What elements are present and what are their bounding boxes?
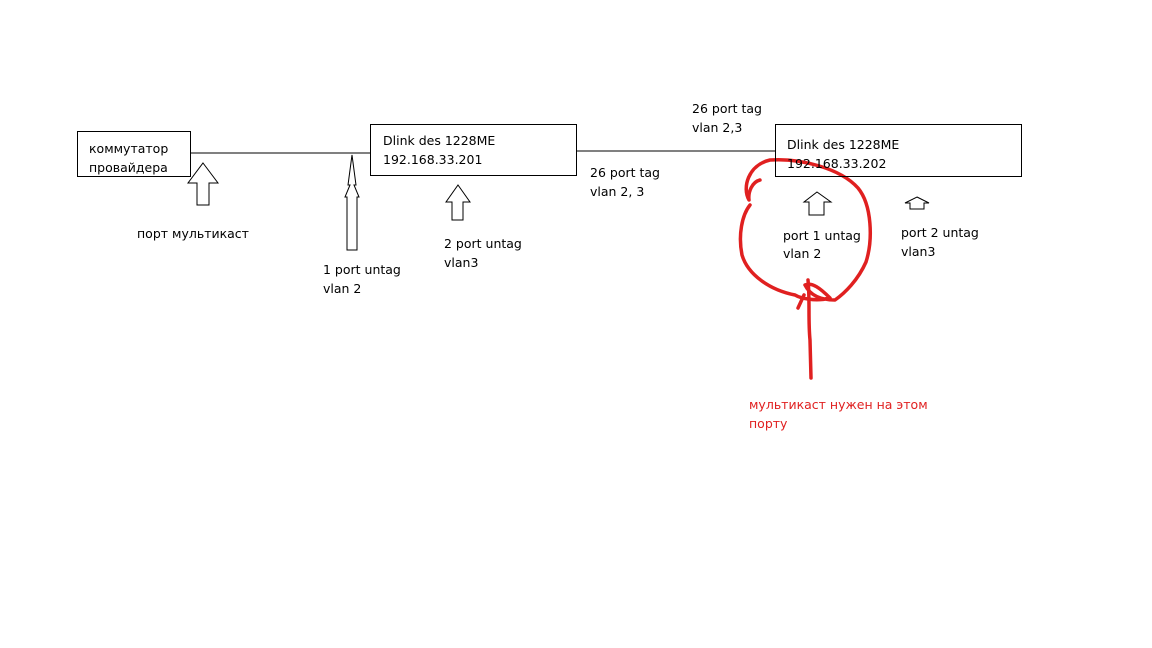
red-pointer-line [796, 278, 813, 380]
switch2-port26-label-1: 26 port tag [692, 101, 762, 116]
arrow-up-icon [445, 184, 471, 221]
switch2-port2-label-1: port 2 untag [901, 225, 979, 240]
provider-switch-label-2: провайдера [89, 160, 168, 175]
arrow-up-icon [187, 162, 219, 206]
switch1-model: Dlink des 1228ME [383, 133, 496, 148]
switch2-port1-label-1: port 1 untag [783, 228, 861, 243]
red-circle-highlight [738, 158, 872, 302]
switch1-port2-label-2: vlan3 [444, 255, 479, 270]
switch1-port1-label-2: vlan 2 [323, 281, 362, 296]
switch2-box [775, 124, 1022, 177]
switch1-port1-label-1: 1 port untag [323, 262, 401, 277]
switch2-model: Dlink des 1228ME [787, 137, 900, 152]
switch2-port2-label-2: vlan3 [901, 244, 936, 259]
annotation-line-1: мультикаст нужен на этом [749, 397, 928, 412]
switch1-box [370, 124, 577, 176]
switch2-port1-label-2: vlan 2 [783, 246, 822, 261]
switch1-ip: 192.168.33.201 [383, 152, 483, 167]
arrow-up-icon [344, 154, 360, 251]
provider-port-label: порт мультикаст [137, 226, 249, 241]
arrow-up-icon [802, 191, 833, 216]
switch2-port26-label-2: vlan 2,3 [692, 120, 743, 135]
switch1-port26-label-1: 26 port tag [590, 165, 660, 180]
provider-switch-label-1: коммутатор [89, 141, 169, 156]
arrow-up-icon [904, 196, 930, 210]
switch1-port26-label-2: vlan 2, 3 [590, 184, 645, 199]
provider-switch-box [77, 131, 191, 177]
annotation-line-2: порту [749, 416, 788, 431]
switch2-ip: 192.168.33.202 [787, 156, 887, 171]
switch1-port2-label-1: 2 port untag [444, 236, 522, 251]
